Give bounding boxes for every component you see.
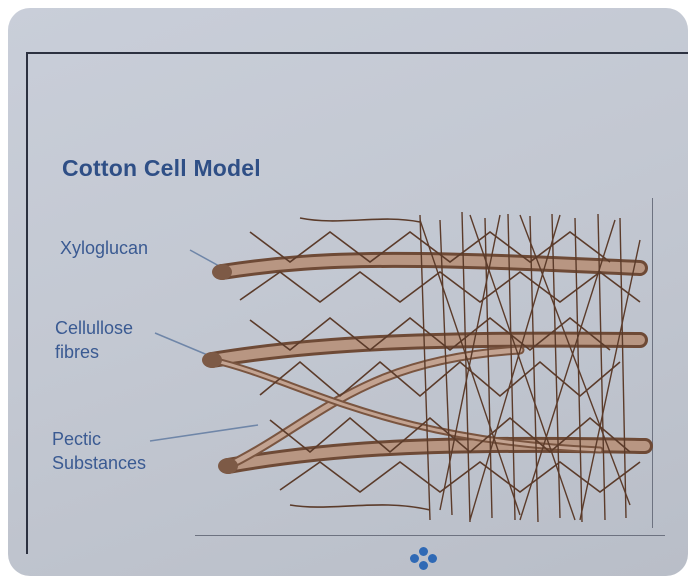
leader-line-cellulose [155,333,210,356]
fibre-cap-bottom [218,458,238,474]
network-strand-7 [300,218,420,222]
flower-dots-logo-icon [405,545,445,573]
logo-dot [419,561,428,570]
logo-dot [410,554,419,563]
fibre-cap-top [212,264,232,280]
mesh-d6 [580,240,640,520]
network-strand-8 [290,505,430,510]
logo-dot [419,547,428,556]
network-strand-2 [240,272,640,302]
leader-line-pectic [150,425,258,441]
fibre-cap-middle [202,352,222,368]
network-strand-6 [280,462,640,492]
logo-dot [428,554,437,563]
